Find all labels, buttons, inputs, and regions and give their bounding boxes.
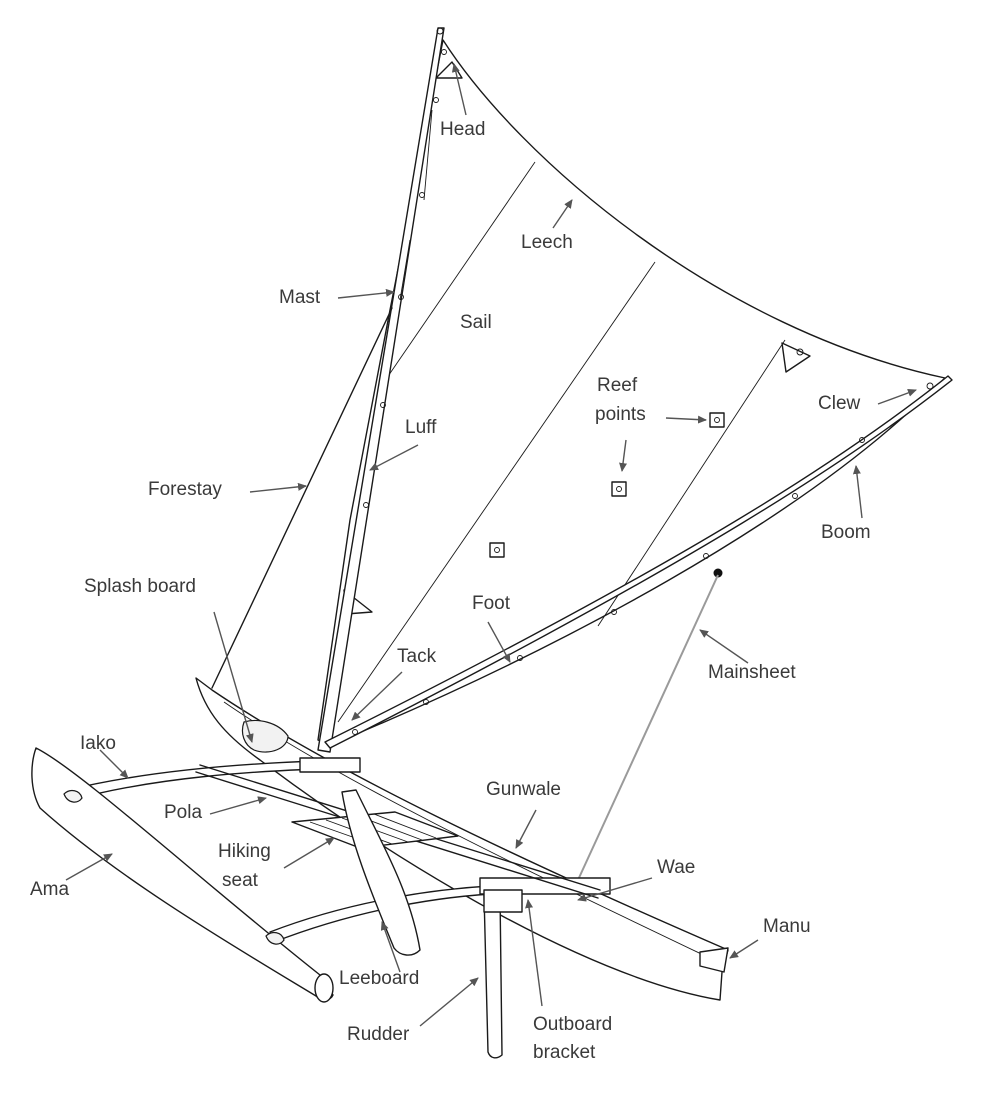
label-rudder: Rudder (347, 1024, 410, 1045)
label-hiking-seat-1: Hiking (218, 841, 271, 862)
label-clew: Clew (818, 393, 861, 414)
label-leech: Leech (521, 232, 573, 253)
label-wae: Wae (657, 857, 696, 878)
label-mainsheet: Mainsheet (708, 662, 796, 683)
label-pola: Pola (164, 802, 203, 823)
label-manu: Manu (763, 916, 811, 937)
label-head: Head (440, 119, 486, 140)
boom (324, 375, 953, 749)
label-forestay: Forestay (148, 479, 222, 500)
label-ama: Ama (30, 879, 70, 900)
label-boom: Boom (821, 522, 871, 543)
label-outboard-bracket-1: Outboard (533, 1014, 613, 1035)
label-foot: Foot (472, 593, 511, 614)
label-luff: Luff (405, 417, 437, 438)
reef-points (489, 412, 725, 558)
rudder-and-bracket (483, 889, 523, 1059)
label-reef-points-1: Reef (597, 375, 638, 396)
label-splash-board: Splash board (84, 576, 196, 597)
label-sail: Sail (460, 312, 492, 333)
label-hiking-seat-2: seat (222, 870, 258, 891)
label-outboard-bracket-2: bracket (533, 1042, 596, 1063)
hull (195, 677, 729, 1001)
mast (317, 27, 447, 753)
ama (31, 747, 334, 1003)
label-gunwale: Gunwale (486, 779, 561, 800)
label-iako: Iako (80, 733, 116, 754)
forestay-line (211, 307, 393, 689)
label-leeboard: Leeboard (339, 968, 420, 989)
label-tack: Tack (397, 646, 437, 667)
leeboard (341, 789, 421, 956)
mainsheet-line (577, 574, 719, 881)
label-mast: Mast (279, 287, 321, 308)
pointer-arrows (65, 63, 917, 1027)
label-reef-points-2: points (595, 404, 646, 425)
